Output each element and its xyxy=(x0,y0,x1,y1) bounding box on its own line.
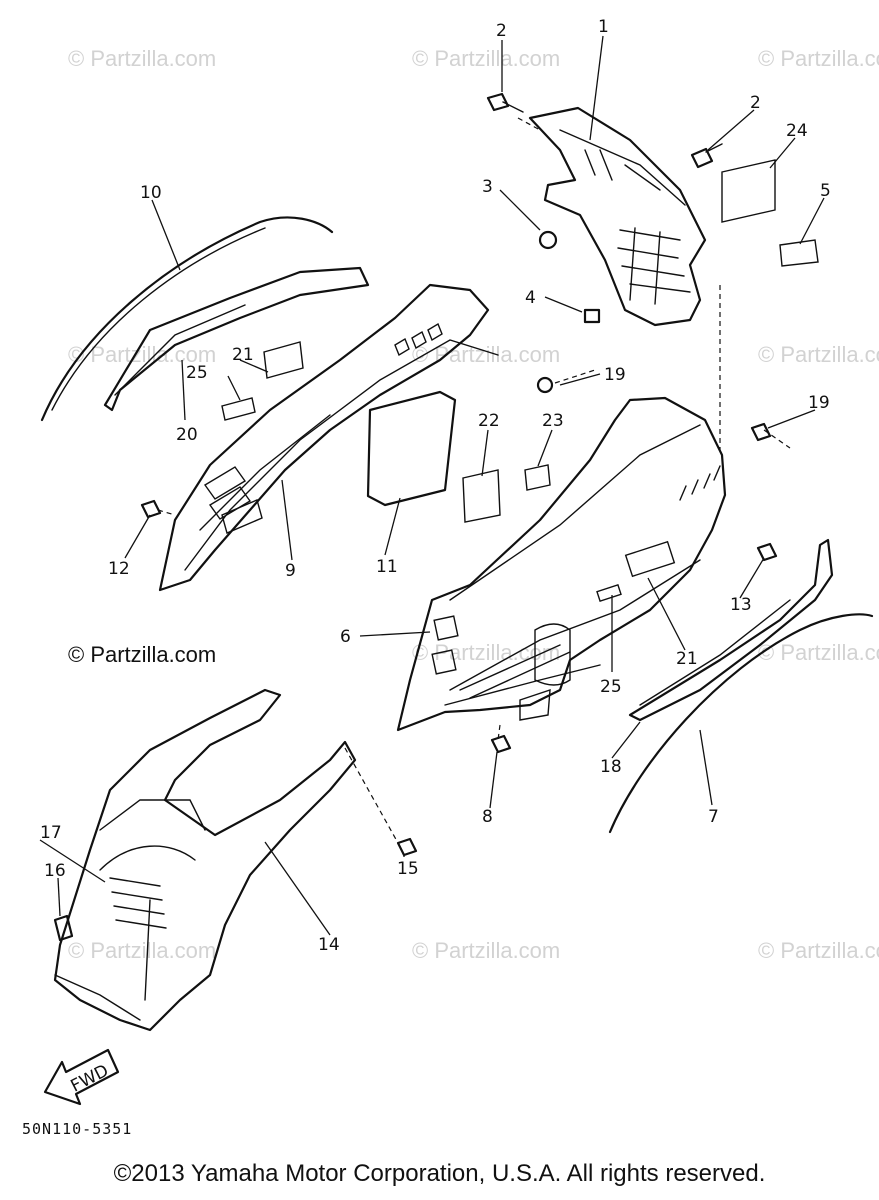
callouts: 2 1 2 24 5 3 4 19 19 10 21 25 20 22 23 1… xyxy=(40,17,831,955)
callout-21: 21 xyxy=(676,649,698,669)
callout-17: 17 xyxy=(40,823,62,843)
fwd-arrow: FWD xyxy=(43,1048,120,1106)
callout-12: 12 xyxy=(108,559,130,579)
callout-3: 3 xyxy=(482,177,493,197)
fasteners xyxy=(53,92,778,942)
callout-11: 11 xyxy=(376,557,398,577)
watermark-text: © Partzilla.com xyxy=(68,938,216,963)
callout-23: 23 xyxy=(542,411,564,431)
callout-5: 5 xyxy=(820,181,831,201)
callout-6: 6 xyxy=(340,627,351,647)
part-top-arc-inner xyxy=(51,227,266,411)
part-rear-bracket xyxy=(528,106,707,327)
callout-8: 8 xyxy=(482,807,493,827)
callout-24: 24 xyxy=(786,121,808,141)
assembly-lines xyxy=(157,117,791,844)
callout-7: 7 xyxy=(708,807,719,827)
callout-2: 2 xyxy=(496,21,507,41)
callout-1: 1 xyxy=(598,17,609,37)
copyright-text: ©2013 Yamaha Motor Corporation, U.S.A. A… xyxy=(113,1160,766,1187)
callout-19: 19 xyxy=(604,365,626,385)
part-top-arc xyxy=(40,216,334,422)
callout-16: 16 xyxy=(44,861,66,881)
watermark-text: © Partzilla.com xyxy=(758,938,879,963)
callout-25: 25 xyxy=(600,677,622,697)
watermark-text: © Partzilla.com xyxy=(412,46,560,71)
diagram-code: 50N110-5351 xyxy=(22,1120,132,1138)
watermark-text: © Partzilla.com xyxy=(758,46,879,71)
decals xyxy=(221,159,819,523)
watermarks: © Partzilla.com © Partzilla.com © Partzi… xyxy=(68,46,879,963)
watermark-text: © Partzilla.com xyxy=(758,342,879,367)
callout-20: 20 xyxy=(176,425,198,445)
fwd-label: FWD xyxy=(68,1061,112,1097)
leader-lines xyxy=(39,35,825,936)
callout-15: 15 xyxy=(397,859,419,879)
callout-9: 9 xyxy=(285,561,296,581)
watermark-text: © Partzilla.com xyxy=(68,46,216,71)
callout-13: 13 xyxy=(730,595,752,615)
callout-21: 21 xyxy=(232,345,254,365)
part-side-cover xyxy=(396,396,727,732)
watermark-text: © Partzilla.com xyxy=(758,640,879,665)
part-right-rail xyxy=(628,538,834,722)
callout-18: 18 xyxy=(600,757,622,777)
callout-25: 25 xyxy=(186,363,208,383)
callout-10: 10 xyxy=(140,183,162,203)
part-square-panel xyxy=(366,390,457,507)
callout-19: 19 xyxy=(808,393,830,413)
part-front-shield xyxy=(53,688,357,1032)
callout-22: 22 xyxy=(478,411,500,431)
callout-14: 14 xyxy=(318,935,340,955)
brand-label: © Partzilla.com xyxy=(68,642,217,667)
watermark-text: © Partzilla.com xyxy=(412,938,560,963)
callout-4: 4 xyxy=(525,288,536,308)
part-left-rails xyxy=(103,266,499,592)
watermark-text: © Partzilla.com xyxy=(68,342,216,367)
callout-2: 2 xyxy=(750,93,761,113)
part-lower-arc xyxy=(608,613,874,834)
